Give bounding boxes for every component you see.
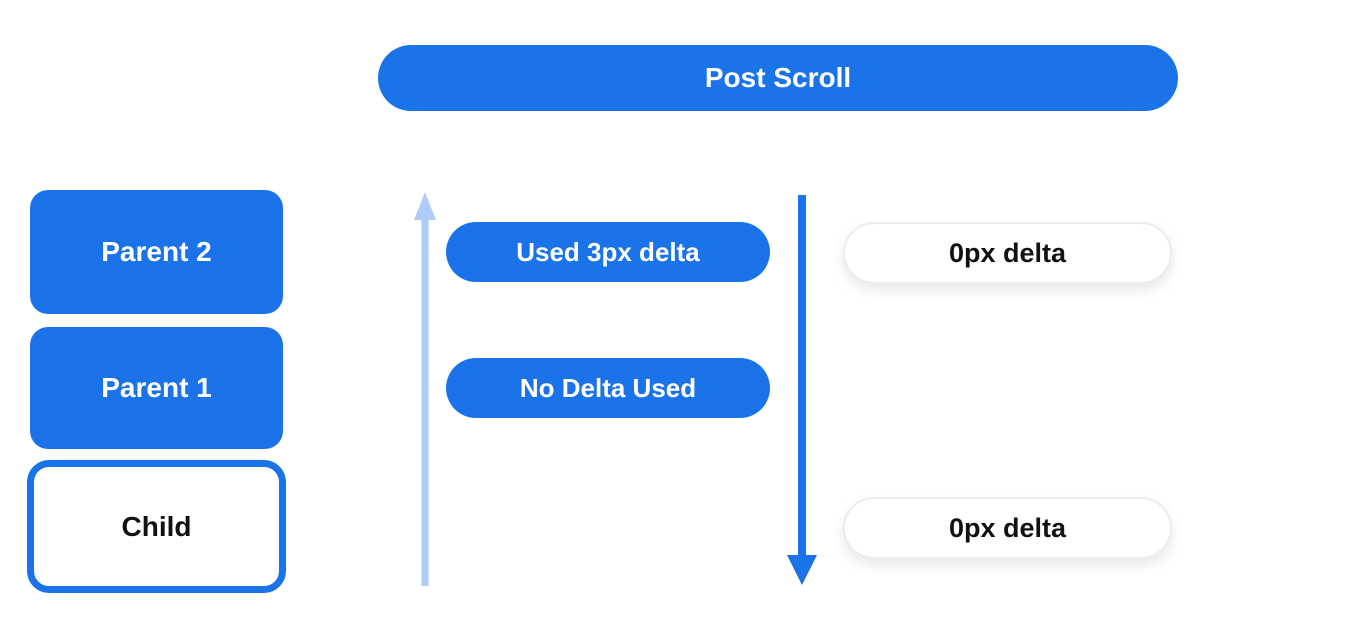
zero-delta-top-label: 0px delta (948, 237, 1067, 268)
post-scroll-header: Post Scroll (378, 45, 1178, 111)
child-label: Child (121, 510, 192, 542)
parent-1-label: Parent 1 (101, 372, 212, 403)
no-delta-used-label: No Delta Used (519, 372, 697, 403)
zero-delta-top-pill: 0px delta (843, 222, 1172, 284)
child-box: Child (27, 460, 286, 593)
parent-2-box: Parent 2 (30, 190, 283, 314)
used-3px-delta-pill: Used 3px delta (446, 222, 770, 282)
no-delta-used-pill: No Delta Used (446, 358, 770, 418)
used-3px-delta-label: Used 3px delta (516, 236, 700, 267)
parent-1-box: Parent 1 (30, 327, 283, 449)
post-scroll-header-label: Post Scroll (704, 62, 852, 93)
zero-delta-bottom-pill: 0px delta (843, 497, 1172, 559)
parent-2-label: Parent 2 (101, 236, 212, 267)
scroll-down-arrow-icon (787, 195, 817, 585)
scroll-up-arrow-icon (414, 192, 436, 586)
zero-delta-bottom-label: 0px delta (948, 512, 1067, 543)
